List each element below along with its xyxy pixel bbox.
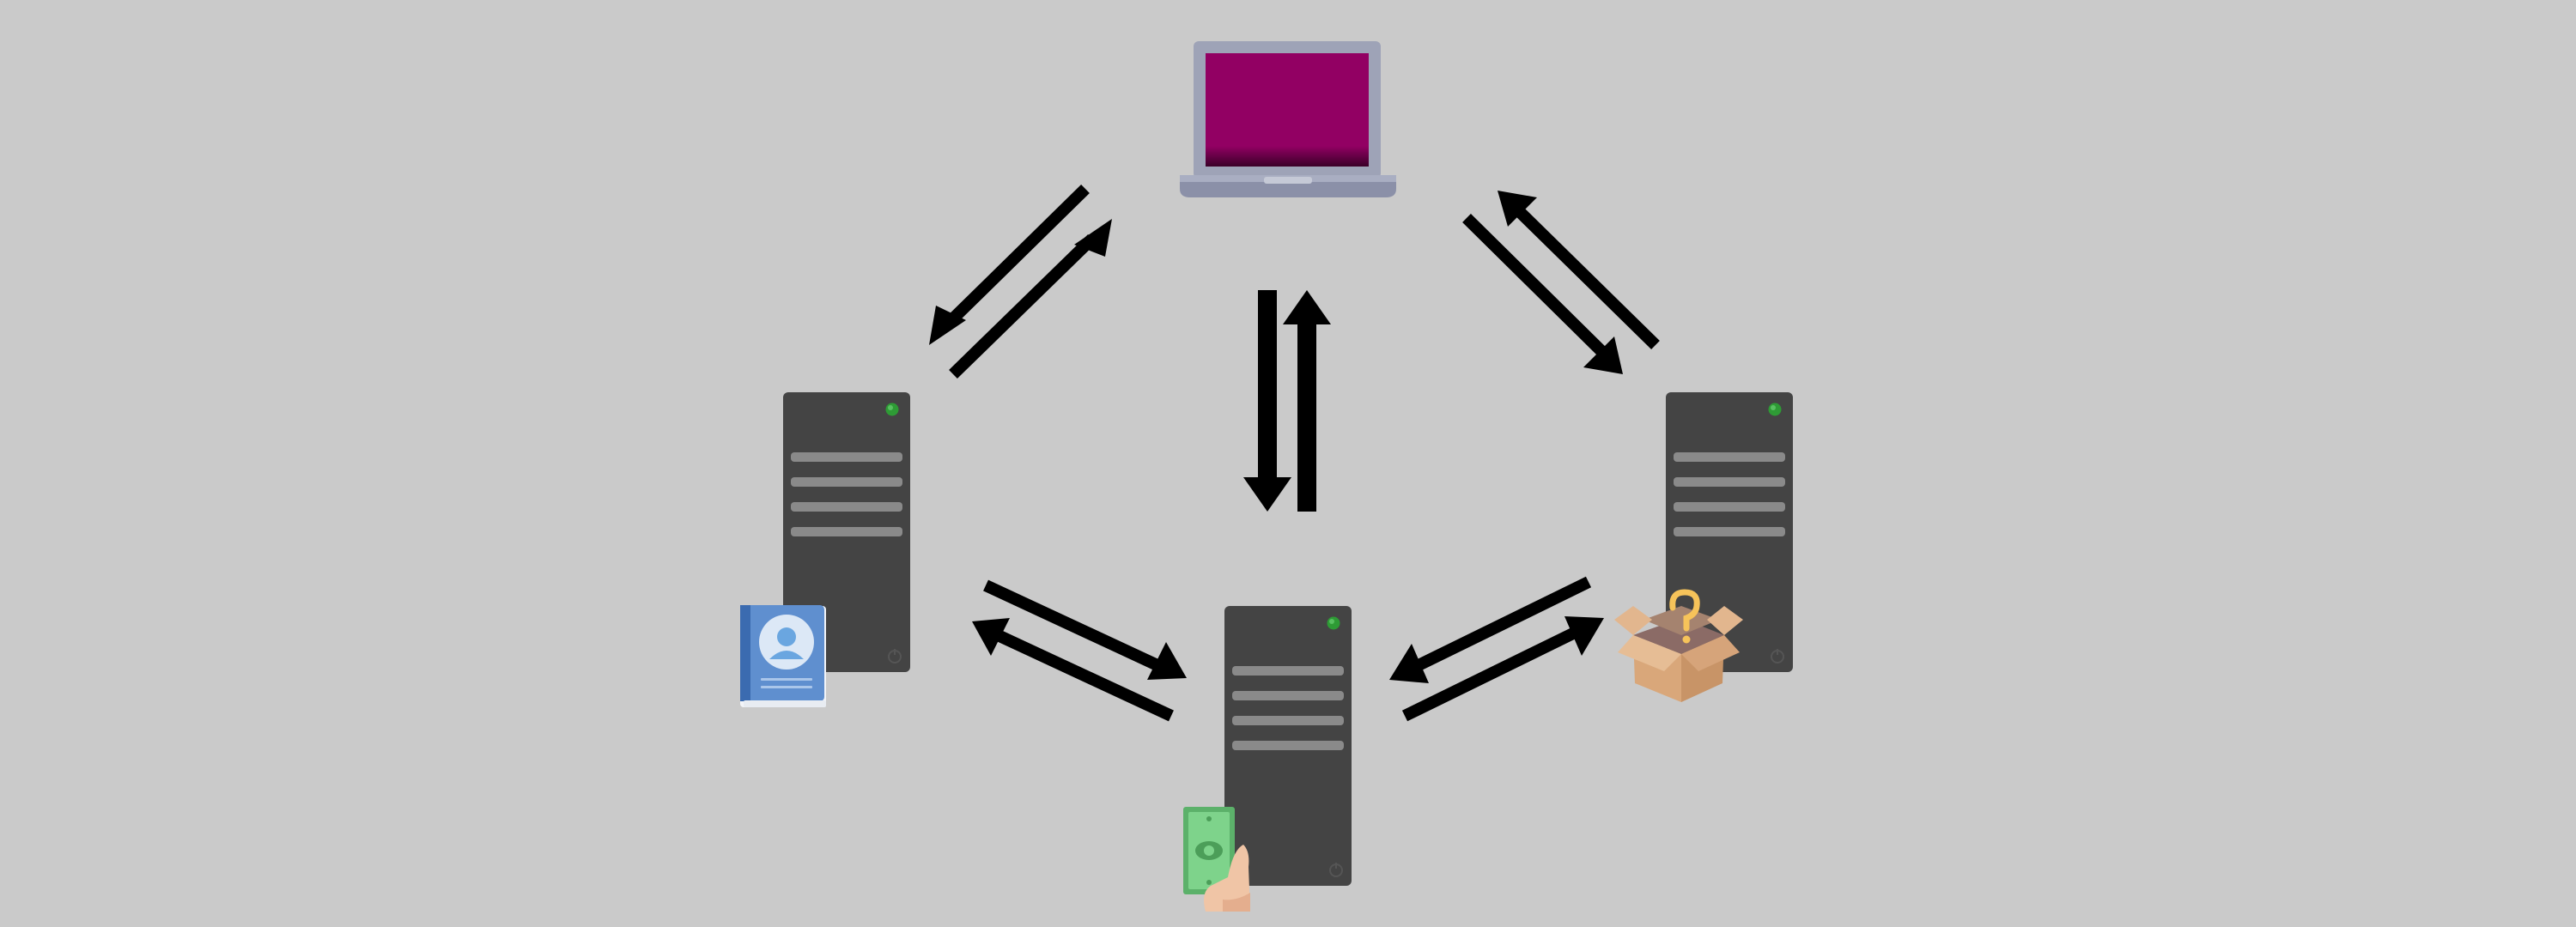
server-center — [1224, 605, 1352, 887]
arrow-server-right-to-server-center — [1389, 576, 1592, 683]
arrow-server-center-to-server-right — [1401, 616, 1604, 722]
arrow-server-center-to-server-left — [972, 618, 1174, 722]
arrow-server-right-to-laptop — [1498, 191, 1660, 349]
arrow-laptop-to-server-right — [1462, 214, 1623, 374]
package-icon — [1614, 589, 1743, 702]
address-book-icon — [740, 605, 826, 707]
arrow-server-center-to-laptop — [1283, 290, 1331, 512]
arrow-server-left-to-laptop — [949, 219, 1112, 379]
arrow-server-left-to-server-center — [983, 579, 1187, 680]
arrow-laptop-to-server-left — [929, 185, 1090, 345]
laptop-icon — [1180, 41, 1396, 197]
arrow-laptop-to-server-center — [1243, 290, 1291, 512]
payment-icon — [1183, 807, 1250, 912]
